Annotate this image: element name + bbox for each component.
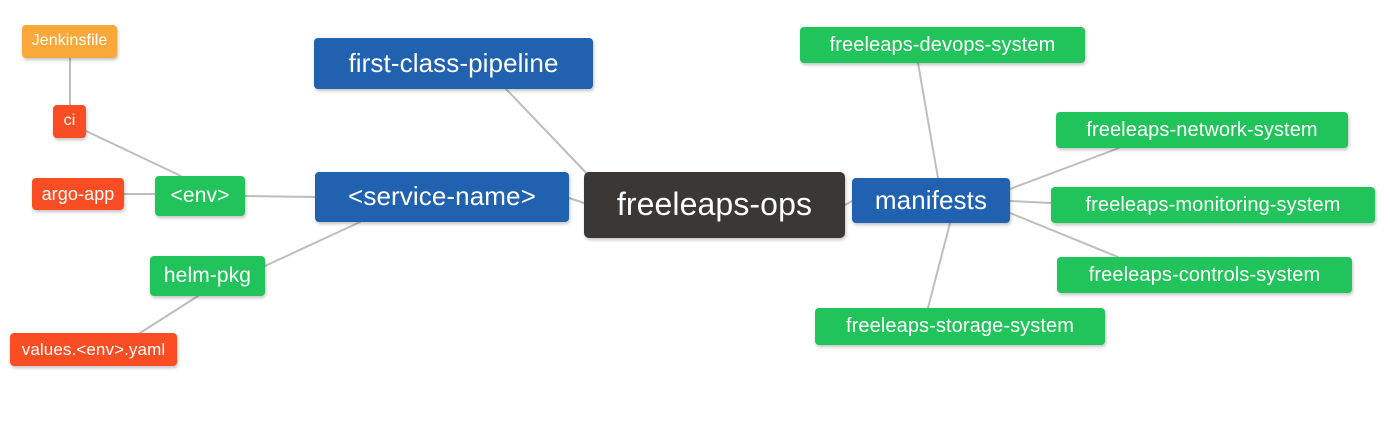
mindmap-node-manifests[interactable]: manifests [852, 178, 1010, 223]
edge-manifests-to-controls [1009, 212, 1119, 258]
mindmap-node-values[interactable]: values.<env>.yaml [10, 333, 177, 366]
edge-env-to-ci [85, 130, 182, 177]
edge-root-to-manifests [844, 200, 853, 206]
edge-service-to-env [244, 195, 316, 198]
mindmap-node-argo[interactable]: argo-app [32, 178, 124, 210]
mindmap-node-devops[interactable]: freeleaps-devops-system [800, 27, 1085, 63]
mindmap-node-env[interactable]: <env> [155, 176, 245, 216]
mindmap-node-service[interactable]: <service-name> [315, 172, 569, 222]
mindmap-node-monitoring[interactable]: freeleaps-monitoring-system [1051, 187, 1375, 223]
edge-service-to-helm [264, 221, 361, 267]
edge-manifests-to-monitoring [1009, 200, 1052, 204]
mindmap-node-jenkins[interactable]: Jenkinsfile [22, 25, 117, 58]
edge-manifests-to-devops [917, 62, 939, 179]
mindmap-node-controls[interactable]: freeleaps-controls-system [1057, 257, 1352, 293]
mindmap-node-network[interactable]: freeleaps-network-system [1056, 112, 1348, 148]
mindmap-node-ci[interactable]: ci [53, 105, 86, 138]
edge-root-to-service [568, 197, 585, 204]
mindmap-node-helm[interactable]: helm-pkg [150, 256, 265, 296]
edge-manifests-to-network [1009, 147, 1120, 190]
mindmap-node-storage[interactable]: freeleaps-storage-system [815, 308, 1105, 345]
mindmap-node-pipeline[interactable]: first-class-pipeline [314, 38, 593, 89]
edge-manifests-to-storage [927, 222, 951, 309]
edge-root-to-pipeline [505, 88, 594, 181]
edge-helm-to-values [139, 295, 199, 334]
mindmap-node-root[interactable]: freeleaps-ops [584, 172, 845, 238]
